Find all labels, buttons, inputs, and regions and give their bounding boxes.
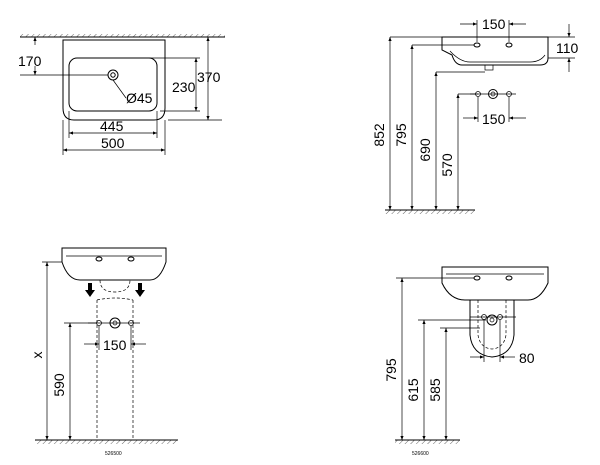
- dim-170-label: 170: [18, 53, 42, 69]
- semi-pedestal-view: 80 795 615 585 526600: [383, 266, 549, 457]
- dim-370-label: 370: [197, 69, 221, 85]
- ped-dim-150-label: 150: [103, 337, 127, 353]
- front-drain: [484, 64, 494, 71]
- semi-pipe-right: [497, 314, 503, 320]
- pedestal-siphon: [99, 279, 131, 293]
- pedestal-drain: [109, 317, 121, 329]
- tap-hole-outer: [107, 69, 119, 81]
- dim-590-label: 590: [51, 373, 67, 397]
- wall-hatch: [20, 34, 225, 37]
- semi-floor-hatch: [395, 440, 460, 444]
- dim-230-label: 230: [172, 79, 196, 95]
- dim-80-label: 80: [519, 350, 535, 366]
- dim-795-label: 795: [393, 123, 409, 147]
- hole-leader: [112, 79, 127, 99]
- pedestal-column: [96, 297, 134, 440]
- semi-tap-hole-2: [505, 275, 513, 281]
- front-tap-hole-2: [505, 42, 513, 48]
- semi-pipe-left: [481, 314, 487, 320]
- semi-dim-615-label: 615: [405, 378, 421, 402]
- dim-x-label: x: [29, 352, 45, 359]
- pedestal-basin-outline: [61, 247, 167, 281]
- semi-pedestal-shroud: [469, 300, 515, 358]
- front-basin-outline: [441, 36, 549, 66]
- tap-hole-inner: [110, 72, 116, 78]
- pedestal-floor-hatch: [35, 440, 178, 444]
- pedestal-view: 150 x 590 526500: [29, 247, 178, 457]
- semi-pedestal-inner: [477, 300, 507, 350]
- pedestal-code: 526500: [105, 451, 122, 457]
- dim-150-top-label: 150: [482, 16, 506, 32]
- basin-bowl: [68, 57, 158, 112]
- semi-dim-795-label: 795: [383, 358, 399, 382]
- dim-570-label: 570: [439, 153, 455, 177]
- front-tap-hole-1: [473, 42, 481, 48]
- pedestal-tap-hole-2: [127, 256, 135, 262]
- dim-hole-label: Ø45: [126, 90, 153, 106]
- dim-690-label: 690: [417, 138, 433, 162]
- semi-basin-outline: [441, 266, 549, 301]
- semi-tap-hole-1: [473, 275, 481, 281]
- pedestal-pipe-left: [96, 320, 102, 326]
- dim-110-label: 110: [556, 40, 579, 56]
- dim-445-label: 445: [100, 118, 124, 134]
- dim-150-mid-label: 150: [482, 111, 506, 127]
- top-view: 170 230 370 Ø45 445 500: [18, 34, 225, 155]
- dim-500-label: 500: [101, 135, 125, 151]
- floor-hatch: [385, 210, 475, 214]
- down-arrow-left-icon: [85, 283, 95, 297]
- down-arrow-right-icon: [135, 283, 145, 297]
- semi-drain-inner: [489, 317, 495, 323]
- pedestal-drain-inner: [112, 320, 118, 326]
- front-basin-inner: [449, 50, 546, 63]
- dim-852-label: 852: [371, 123, 387, 147]
- pedestal-pipe-right: [128, 320, 134, 326]
- pedestal-tap-hole-1: [95, 256, 103, 262]
- semi-pedestal-code: 526600: [412, 451, 429, 457]
- semi-drain: [486, 314, 498, 326]
- semi-dim-585-label: 585: [427, 378, 443, 402]
- front-view: 150 110 852 795 690 570 150: [371, 16, 579, 214]
